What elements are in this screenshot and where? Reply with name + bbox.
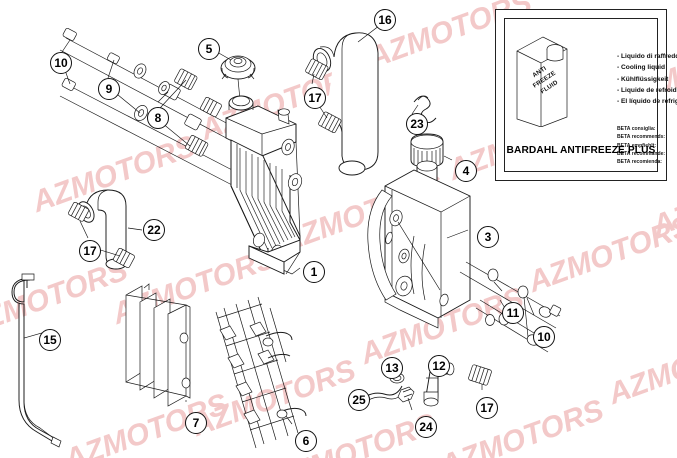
beta-line-en: BETA recommends: — [617, 134, 666, 141]
overflow-tube — [11, 273, 62, 448]
callout-9[interactable]: 9 — [98, 78, 120, 100]
callout-6[interactable]: 6 — [295, 430, 317, 452]
fluid-name-es: El líquido de refrigeración — [617, 96, 677, 107]
callout-17c[interactable]: 17 — [476, 397, 498, 419]
upper-hose-assembly — [59, 28, 237, 187]
callout-1[interactable]: 1 — [303, 261, 325, 283]
callout-10b[interactable]: 10 — [533, 326, 555, 348]
callout-23[interactable]: 23 — [406, 113, 428, 135]
radiator-core — [225, 95, 303, 275]
callout-11[interactable]: 11 — [502, 302, 524, 324]
fluid-name-de: Kühlflüssigkeit — [617, 74, 677, 85]
upper-radiator-hose — [305, 21, 385, 176]
callout-16[interactable]: 16 — [374, 9, 396, 31]
callout-4[interactable]: 4 — [455, 160, 477, 182]
callout-10[interactable]: 10 — [50, 52, 72, 74]
expansion-tank — [367, 160, 471, 329]
radiator-cap — [209, 47, 256, 101]
callout-17a[interactable]: 17 — [304, 87, 326, 109]
callout-15[interactable]: 15 — [39, 329, 61, 351]
recommended-product-name: BARDAHL ANTIFREEZE PLUS — [506, 145, 656, 156]
callout-5[interactable]: 5 — [198, 38, 220, 60]
beta-line-de: BETA empfiehlt: — [617, 142, 657, 149]
beta-line-fr: BETA recommande: — [617, 150, 666, 157]
callout-3[interactable]: 3 — [477, 226, 499, 248]
callout-8[interactable]: 8 — [147, 107, 169, 129]
callout-12[interactable]: 12 — [428, 355, 450, 377]
callout-13[interactable]: 13 — [381, 357, 403, 379]
beta-recommends-list: BETA consiglia: BETA recommends: BETA em… — [577, 125, 677, 166]
callout-22[interactable]: 22 — [143, 219, 165, 241]
callout-25[interactable]: 25 — [348, 389, 370, 411]
beta-line-es: BETA recomienda: — [617, 159, 663, 165]
radiator-grille — [215, 296, 307, 449]
fluid-name-list: Liquido di raffreddamento Cooling liquid… — [577, 51, 677, 108]
callout-24[interactable]: 24 — [415, 416, 437, 438]
fluid-name-fr: Liquide de refroidissement — [617, 85, 677, 96]
hose-clamp-group — [174, 68, 222, 157]
fluid-name-it: Liquido di raffreddamento — [617, 51, 677, 62]
lower-radiator-hose — [68, 189, 143, 270]
beta-line-it: BETA consiglia: — [617, 126, 656, 132]
callout-7[interactable]: 7 — [185, 412, 207, 434]
fluid-name-en: Cooling liquid — [617, 62, 677, 73]
radiator-guard — [125, 283, 191, 407]
callout-17b[interactable]: 17 — [79, 240, 101, 262]
